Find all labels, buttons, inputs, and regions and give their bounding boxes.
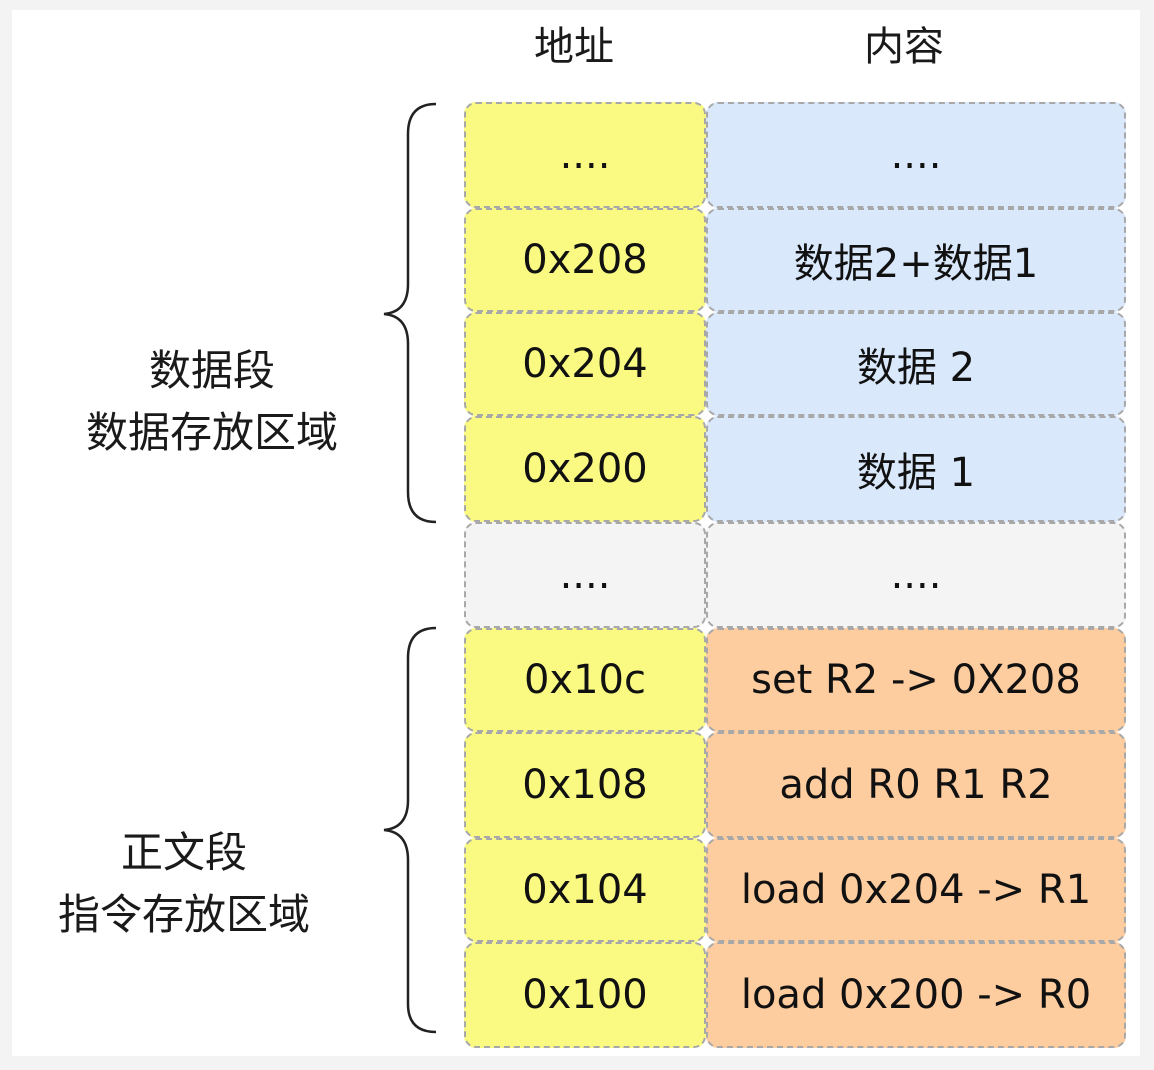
data-segment-title: 数据段: [148, 346, 275, 395]
content-cell: 数据2+数据1: [706, 208, 1126, 312]
content-cell: load 0x200 -> R0: [706, 942, 1126, 1048]
content-cell: set R2 -> 0X208: [706, 628, 1126, 732]
address-cell: 0x10c: [464, 628, 706, 732]
address-cell: ....: [464, 522, 706, 628]
address-cell: 0x104: [464, 838, 706, 942]
content-cell: 数据 1: [706, 416, 1126, 522]
address-cell: ....: [464, 102, 706, 208]
address-cell: 0x100: [464, 942, 706, 1048]
data-segment-subtitle: 数据存放区域: [85, 408, 338, 457]
content-cell: add R0 R1 R2: [706, 732, 1126, 838]
text-segment-subtitle: 指令存放区域: [57, 890, 310, 939]
text-segment-title: 正文段: [120, 828, 247, 877]
content-cell: ....: [706, 522, 1126, 628]
content-cell: ....: [706, 102, 1126, 208]
address-cell: 0x108: [464, 732, 706, 838]
text-segment-brace: [383, 626, 437, 1034]
text-segment-label: 正文段 指令存放区域: [24, 822, 344, 946]
address-cell: 0x204: [464, 312, 706, 416]
content-cell: load 0x204 -> R1: [706, 838, 1126, 942]
address-cell: 0x200: [464, 416, 706, 522]
data-segment-label: 数据段 数据存放区域: [52, 340, 372, 464]
data-segment-brace: [383, 102, 437, 524]
content-column-header: 内容: [864, 24, 944, 70]
content-cell: 数据 2: [706, 312, 1126, 416]
address-cell: 0x208: [464, 208, 706, 312]
address-column-header: 地址: [534, 24, 614, 70]
